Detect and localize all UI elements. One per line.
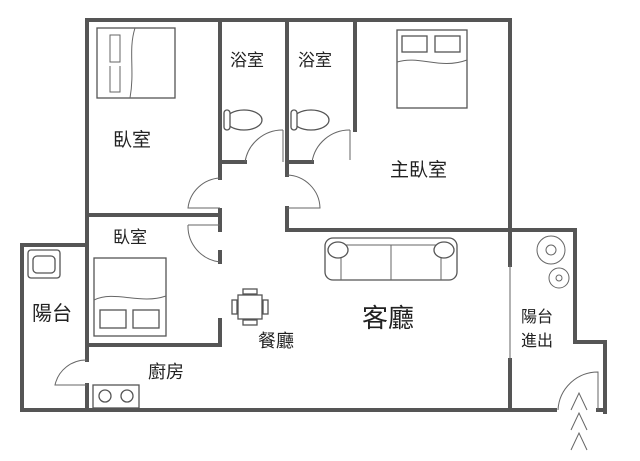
label-dining: 餐廳 [258,331,294,352]
entrance-arrows-icon [570,391,588,451]
toilet-icon [290,109,330,131]
label-bath-1: 浴室 [230,51,264,71]
room-labels: 臥室 浴室 浴室 主臥室 臥室 陽台 餐廳 客廳 廚房 陽台 進出 [32,51,553,383]
dining-table-icon [231,288,269,326]
bed-icon [96,27,176,99]
label-living: 客廳 [362,304,414,334]
toilet-icon [223,109,263,131]
label-bedroom-1: 臥室 [113,129,151,151]
label-balcony-left: 陽台 [32,301,72,325]
walls [20,18,607,414]
label-bedroom-2: 臥室 [113,228,147,248]
label-kitchen: 廚房 [148,361,184,383]
plant-icon [536,235,570,289]
label-master-bedroom: 主臥室 [390,159,447,181]
stove-icon [92,384,140,409]
sofa-icon [324,237,458,281]
bed-icon [93,257,167,337]
label-balcony-access-2: 進出 [521,331,553,350]
sink-icon [27,249,61,279]
label-balcony-access-1: 陽台 [521,307,553,326]
label-bath-2: 浴室 [298,51,332,71]
bed-icon [396,29,468,109]
doors [54,129,599,411]
